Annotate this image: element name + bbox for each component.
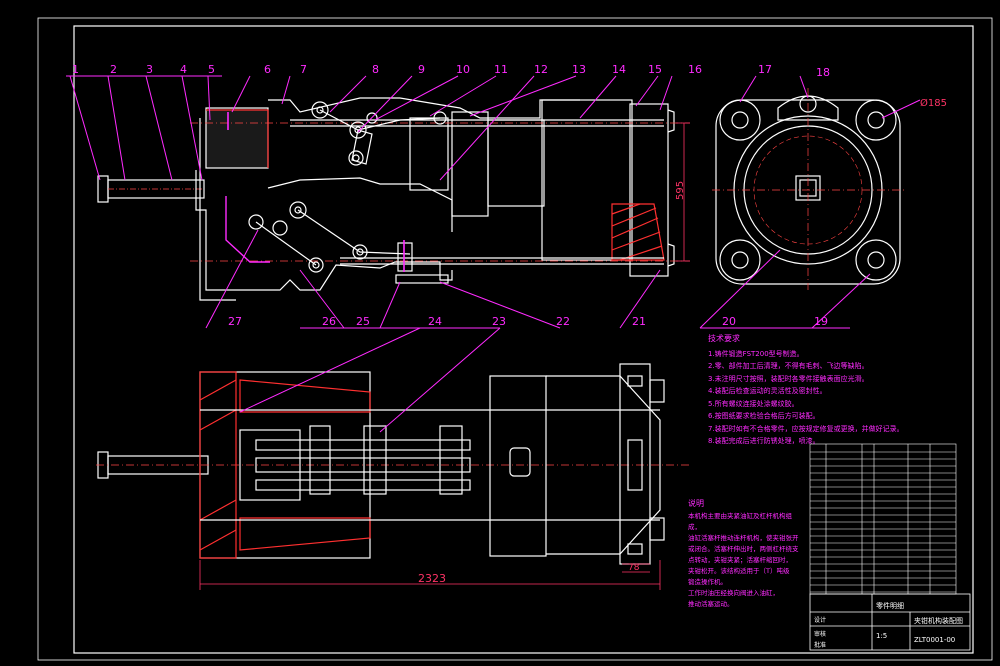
title-block-title: 夹钳机构装配图 xyxy=(914,616,963,625)
callout-26: 26 xyxy=(322,315,336,328)
title-block xyxy=(809,593,971,651)
description-line: 夹钳松开。该结构适用于（T）吨级 xyxy=(688,567,790,575)
callout-1: 1 xyxy=(72,63,79,76)
inner-frame xyxy=(73,25,974,654)
side-view xyxy=(712,88,904,290)
description-line: 点转动，夹钳夹紧；活塞杆缩回时， xyxy=(688,556,792,564)
technical-note: 8.装配完成后进行防锈处理，喷漆。 xyxy=(708,437,820,445)
callout-15: 15 xyxy=(648,63,662,76)
callout-10: 10 xyxy=(456,63,470,76)
title-block-approve: 批准 xyxy=(814,641,826,649)
callout-27: 27 xyxy=(228,315,242,328)
top-view xyxy=(96,363,690,565)
dimension-hole: Ø185 xyxy=(920,97,947,109)
callout-7: 7 xyxy=(300,63,307,76)
parts-list xyxy=(809,443,957,595)
description-line: 锻造操作机。 xyxy=(688,578,727,586)
technical-note: 3.未注明尺寸按照，装配时各零件接触表面应光滑。 xyxy=(708,374,869,383)
technical-note: 5.所有螺纹连接处涂螺纹胶。 xyxy=(708,399,799,408)
dimension-width: 78 xyxy=(628,563,640,573)
description-line: 推动活塞运动。 xyxy=(688,600,734,608)
callout-9: 9 xyxy=(418,63,425,76)
front-view xyxy=(97,97,690,301)
length-dimension xyxy=(199,560,661,590)
technical-note: 1.铸件锻造FST200型号制造。 xyxy=(708,349,804,358)
callout-numbers-top: 1 2 3 4 5 6 7 8 9 10 11 12 13 14 15 16 1… xyxy=(72,63,830,79)
technical-note: 6.按图纸要求检验合格后方可装配。 xyxy=(708,412,820,420)
callout-19: 19 xyxy=(814,315,828,328)
callout-20: 20 xyxy=(722,315,736,328)
title-block-drawing-no: ZLT0001-00 xyxy=(914,636,955,644)
title-block-part-label: 零件明细 xyxy=(876,601,904,610)
callout-8: 8 xyxy=(372,63,379,76)
title-block-designer: 设计 xyxy=(814,616,826,624)
outer-frame xyxy=(37,17,993,661)
callout-21: 21 xyxy=(632,315,646,328)
technical-note: 2.零、部件加工后清理，不得有毛刺、飞边等缺陷。 xyxy=(708,362,869,370)
callout-6: 6 xyxy=(264,63,271,76)
description-line: 本机构主要由夹紧油缸及杠杆机构组成， xyxy=(688,512,792,531)
title-block-checker: 审核 xyxy=(814,630,826,638)
callout-numbers-bottom: 27 26 25 24 23 22 21 20 19 xyxy=(228,315,828,328)
leader-lines xyxy=(66,75,921,433)
description-line: 或闭合。活塞杆伸出时，两侧杠杆绕支 xyxy=(688,545,799,553)
technical-notes: 技术要求 1.铸件锻造FST200型号制造。 2.零、部件加工后清理，不得有毛刺… xyxy=(708,333,948,448)
technical-notes-heading: 技术要求 xyxy=(708,334,740,343)
callout-14: 14 xyxy=(612,63,626,76)
description-line: 工作时油压经换向阀进入油缸， xyxy=(688,589,779,597)
technical-note: 4.装配后检查运动的灵活性及密封性。 xyxy=(708,387,827,395)
title-block-scale: 1:5 xyxy=(876,632,887,640)
callout-5: 5 xyxy=(208,63,215,76)
callout-24: 24 xyxy=(428,315,442,328)
callout-4: 4 xyxy=(180,63,187,76)
callout-12: 12 xyxy=(534,63,548,76)
callout-18: 18 xyxy=(816,66,830,79)
description-notes: 说明 本机构主要由夹紧油缸及杠杆机构组成， 油缸活塞杆推动连杆机构，使夹钳张开 … xyxy=(688,498,804,610)
callout-11: 11 xyxy=(494,63,508,76)
dimension-length: 2323 xyxy=(418,572,446,585)
callout-23: 23 xyxy=(492,315,506,328)
callout-13: 13 xyxy=(572,63,586,76)
callout-16: 16 xyxy=(688,63,702,76)
callout-25: 25 xyxy=(356,315,370,328)
dimension-height: 595 xyxy=(675,181,686,200)
callout-2: 2 xyxy=(110,63,117,76)
callout-22: 22 xyxy=(556,315,570,328)
callout-3: 3 xyxy=(146,63,153,76)
description-heading: 说明 xyxy=(688,499,704,508)
technical-note: 7.装配时如有不合格零件，应按规定修复或更换，并做好记录。 xyxy=(708,424,904,433)
height-dimension xyxy=(676,122,690,262)
callout-17: 17 xyxy=(758,63,772,76)
description-line: 油缸活塞杆推动连杆机构，使夹钳张开 xyxy=(688,534,799,542)
